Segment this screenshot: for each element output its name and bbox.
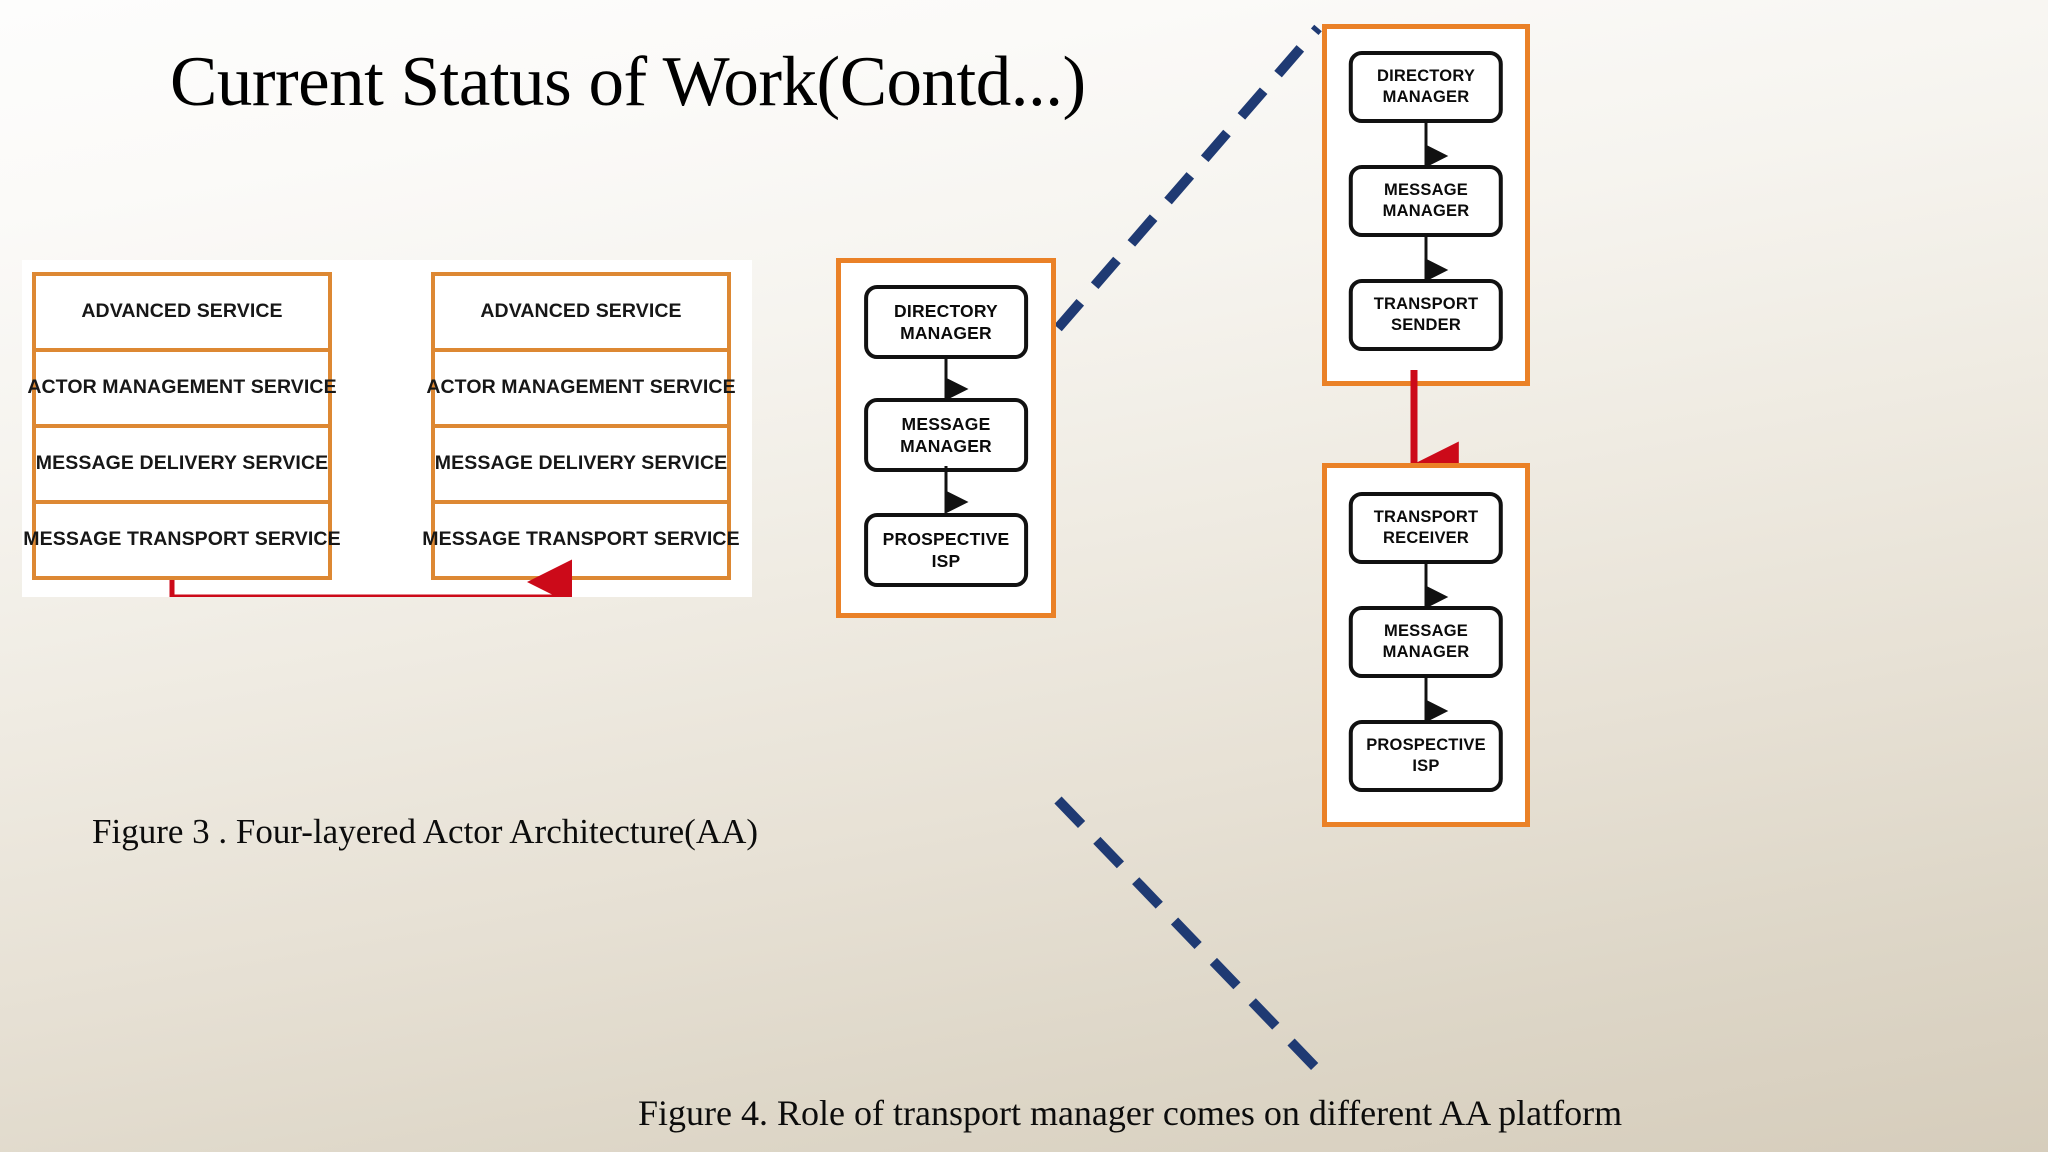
layer-label: MESSAGE TRANSPORT SERVICE [422,528,740,551]
layer-actor-management-service-left: ACTOR MANAGEMENT SERVICE [27,348,337,424]
callout-line-bottom [1054,796,1322,1074]
layer-label: MESSAGE TRANSPORT SERVICE [23,528,341,551]
layer-label: ADVANCED SERVICE [480,300,682,323]
layer-actor-management-service-right: ACTOR MANAGEMENT SERVICE [426,348,736,424]
layer-label: ACTOR MANAGEMENT SERVICE [27,376,337,399]
layer-advanced-service-right: ADVANCED SERVICE [431,272,731,348]
layer-advanced-service-left: ADVANCED SERVICE [32,272,332,348]
figure3-caption: Figure 3 . Four-layered Actor Architectu… [92,812,759,851]
figure3-panel: ADVANCED SERVICE ACTOR MANAGEMENT SERVIC… [22,260,752,597]
layer-message-delivery-service-right: MESSAGE DELIVERY SERVICE [431,424,731,500]
page-title: Current Status of Work(Contd...) [170,43,1086,121]
callout-line-top [1054,24,1322,332]
layer-label: MESSAGE DELIVERY SERVICE [434,452,728,475]
figure4-caption: Figure 4. Role of transport manager come… [638,1093,1623,1133]
right-aa-platform-stack: ADVANCED SERVICE ACTOR MANAGEMENT SERVIC… [422,272,740,580]
layer-message-transport-service-right: MESSAGE TRANSPORT SERVICE [422,500,740,580]
left-aa-platform-stack: ADVANCED SERVICE ACTOR MANAGEMENT SERVIC… [23,272,341,580]
layer-message-transport-service-left: MESSAGE TRANSPORT SERVICE [23,500,341,580]
layer-message-delivery-service-left: MESSAGE DELIVERY SERVICE [32,424,332,500]
layer-label: MESSAGE DELIVERY SERVICE [35,452,329,475]
layer-label: ADVANCED SERVICE [81,300,283,323]
layer-label: ACTOR MANAGEMENT SERVICE [426,376,736,399]
